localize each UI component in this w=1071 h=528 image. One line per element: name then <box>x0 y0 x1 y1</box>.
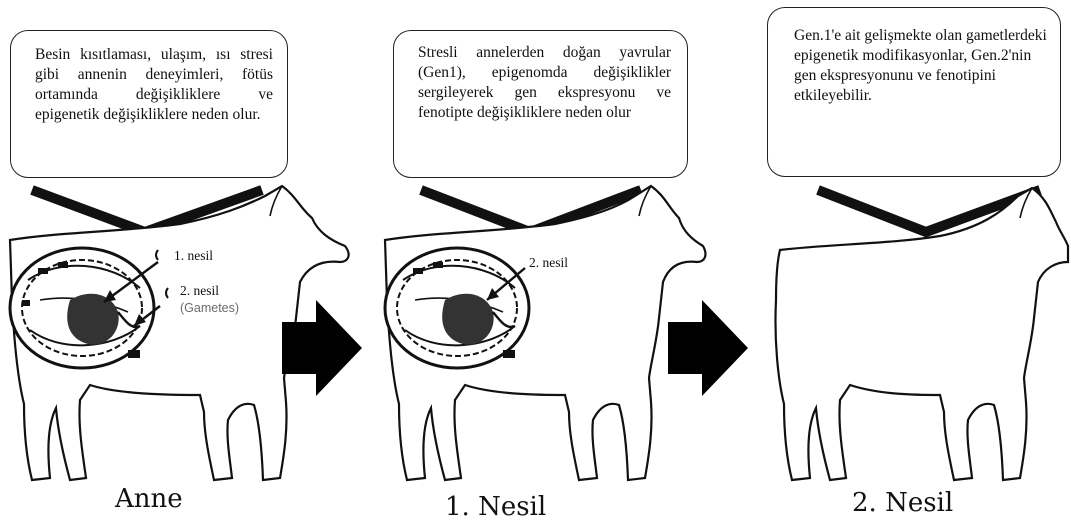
annotation-gen2-mother: 2. nesil <box>180 283 219 299</box>
callout-text-mother: Besin kısıtlaması, ulaşım, ısı stresi gi… <box>35 46 273 123</box>
callout-text-gen1: Stresli annelerden doğan yavrular (Gen1)… <box>418 44 671 121</box>
callout-box-mother: Besin kısıtlaması, ulaşım, ısı stresi gi… <box>10 30 288 178</box>
arrow-right-icon-1 <box>282 300 362 400</box>
panel-gen2: Gen.1'e ait gelişmekte olan gametlerdeki… <box>740 0 1071 528</box>
callout-text-gen2: Gen.1'e ait gelişmekte olan gametlerdeki… <box>794 27 1047 104</box>
callout-box-gen2: Gen.1'e ait gelişmekte olan gametlerdeki… <box>767 7 1061 177</box>
panel-anne: Besin kısıtlaması, ulaşım, ısı stresi gi… <box>0 0 360 528</box>
arrow-right-icon-2 <box>668 300 748 400</box>
generation-label-gen1: 1. Nesil <box>445 492 546 522</box>
annotation-gen1-mother: 1. nesil <box>174 248 213 264</box>
callout-box-gen1: Stresli annelerden doğan yavrular (Gen1)… <box>393 30 688 178</box>
annotation-gen2-gen1: 2. nesil <box>529 255 568 271</box>
generation-label-gen2: 2. Nesil <box>852 488 953 518</box>
annotation-gametes: (Gametes) <box>180 301 239 315</box>
generation-label-mother: Anne <box>115 484 183 514</box>
panel-gen1: Stresli annelerden doğan yavrular (Gen1)… <box>375 0 710 528</box>
